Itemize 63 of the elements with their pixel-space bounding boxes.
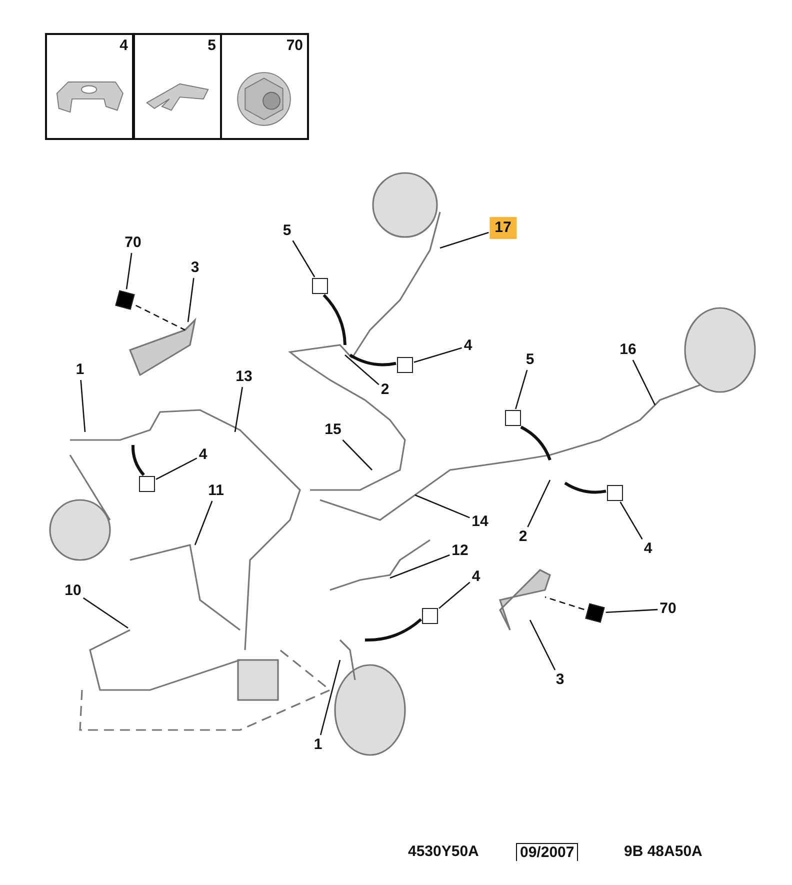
part-cell xyxy=(133,33,222,140)
leader-line xyxy=(292,240,316,278)
callout-number: 16 xyxy=(618,341,638,359)
leader-line xyxy=(194,500,213,546)
leader-line xyxy=(234,386,243,432)
callout-number: 70 xyxy=(124,234,142,252)
clip-position-marker xyxy=(139,476,155,492)
leader-line xyxy=(414,347,462,363)
callout-number: 1 xyxy=(312,736,324,754)
clip-position-marker xyxy=(505,410,521,426)
callout-number: 4 xyxy=(470,568,482,586)
leader-line xyxy=(80,380,86,432)
callout-number: 13 xyxy=(234,368,254,386)
leader-line xyxy=(414,494,470,518)
callout-number: 4 xyxy=(642,540,654,558)
leader-line xyxy=(156,458,198,480)
callout-number: 2 xyxy=(380,381,390,399)
leader-line xyxy=(82,597,128,629)
callout-number: 5 xyxy=(524,351,536,369)
leader-line xyxy=(529,620,556,670)
clip-position-marker xyxy=(397,357,413,373)
reference-code: 9B 48A50A xyxy=(624,843,702,860)
callout-number: 1 xyxy=(74,361,86,379)
callout-number: 5 xyxy=(208,37,216,55)
callout-number: 3 xyxy=(190,259,200,277)
date-code: 09/2007 xyxy=(516,843,578,861)
callout-number: 10 xyxy=(64,582,82,600)
clip-position-marker xyxy=(312,278,328,294)
leader-line xyxy=(136,304,186,331)
reference-code: 4530Y50A xyxy=(408,843,479,860)
callout-number: 4 xyxy=(198,446,208,464)
leader-line xyxy=(544,596,584,610)
leader-line xyxy=(344,354,380,386)
leader-line xyxy=(440,232,489,249)
leader-line xyxy=(126,252,132,290)
callout-number: 5 xyxy=(282,222,292,240)
leader-line xyxy=(515,370,528,410)
leader-line xyxy=(438,582,470,609)
callout-number: 14 xyxy=(470,513,490,531)
part-cell xyxy=(220,33,309,140)
clip-position-marker xyxy=(607,485,623,501)
callout-number: 2 xyxy=(518,528,528,546)
callout-number: 3 xyxy=(554,671,566,689)
callout-number: 4 xyxy=(462,337,474,355)
leader-line xyxy=(606,608,658,614)
leader-line xyxy=(390,554,450,579)
callout-number: 11 xyxy=(207,482,225,500)
leader-line xyxy=(527,480,551,528)
leader-line xyxy=(187,278,194,322)
callout-number: 70 xyxy=(286,37,303,55)
leader-line xyxy=(632,360,656,406)
callout-number: 70 xyxy=(658,600,678,618)
callout-number: 15 xyxy=(324,421,342,439)
leader-line xyxy=(320,660,341,736)
leader-line xyxy=(620,502,643,540)
nut-position-marker xyxy=(115,290,135,310)
callout-number: 12 xyxy=(450,542,470,560)
clip-position-marker xyxy=(422,608,438,624)
highlighted-callout-number: 17 xyxy=(490,217,516,239)
part-cell xyxy=(45,33,134,140)
callout-number: 4 xyxy=(120,37,128,55)
nut-position-marker xyxy=(585,603,605,623)
leader-line xyxy=(342,440,372,470)
